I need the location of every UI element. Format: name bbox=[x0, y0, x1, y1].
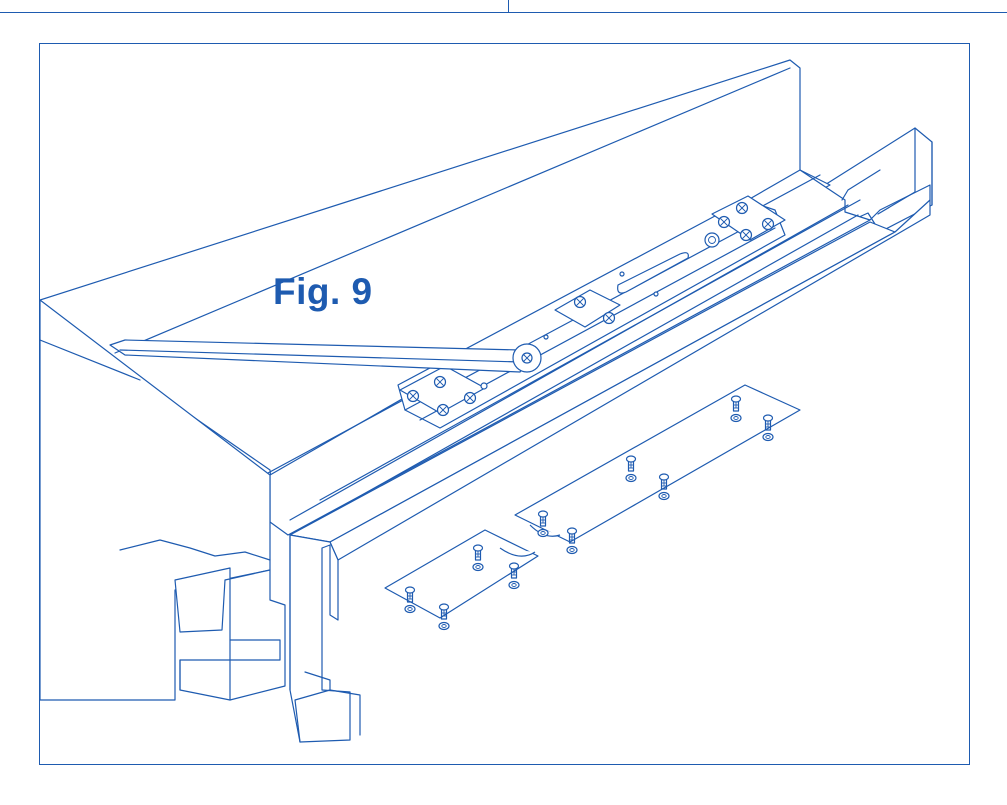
cover-plate-notch-left bbox=[499, 547, 536, 557]
page-header-divider bbox=[508, 0, 509, 13]
frame-jamb-left bbox=[174, 567, 286, 701]
cover-plate-left bbox=[384, 529, 539, 619]
figure-label: Fig. 9 bbox=[273, 271, 373, 312]
page-header-rule bbox=[0, 0, 1007, 13]
figure-frame: Fig. 9 bbox=[39, 43, 970, 765]
isometric-frame-assembly bbox=[40, 59, 933, 743]
closer-slot bbox=[617, 252, 689, 294]
